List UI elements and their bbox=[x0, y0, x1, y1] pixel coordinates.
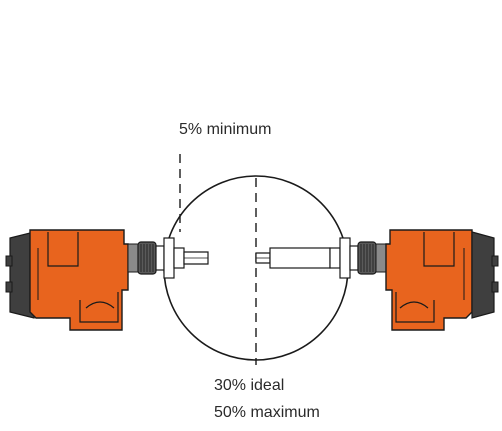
left-connector bbox=[127, 237, 185, 279]
label-minimum: 5% minimum bbox=[179, 121, 272, 138]
label-maximum: 50% maximum bbox=[214, 404, 320, 421]
right-sensor bbox=[255, 229, 499, 331]
right-sensor-back-plate bbox=[471, 231, 495, 319]
right-sensor-body bbox=[385, 229, 473, 331]
left-sensor-body bbox=[29, 229, 129, 331]
right-connector bbox=[329, 237, 387, 279]
left-sensor bbox=[5, 229, 209, 331]
label-ideal: 30% ideal bbox=[214, 377, 285, 394]
